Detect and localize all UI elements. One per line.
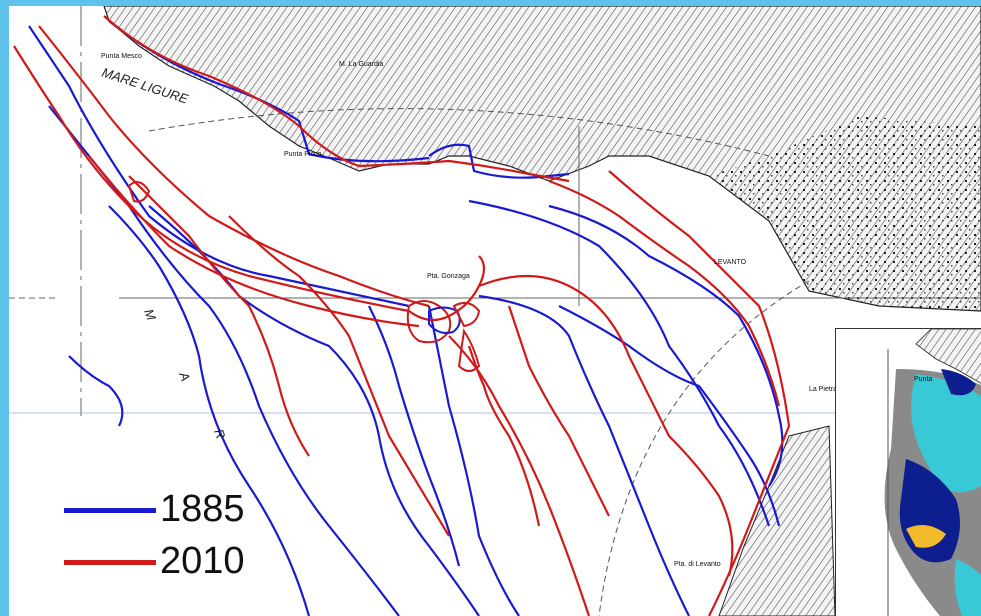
bathymetric-map: Punta Mesco M. La Guardia LEVANTO Punta … [9, 6, 981, 616]
legend-swatch-1885 [64, 508, 156, 513]
legend-label-1885: 1885 [160, 488, 245, 530]
inset-mid-zone-2 [954, 559, 981, 616]
isobath-1885-h [468, 199, 771, 527]
dashed-arc-south [598, 280, 810, 616]
label-sea-letter-a: A [176, 369, 193, 383]
label-sea-letter-r: R [211, 427, 228, 441]
legend-label-2010: 2010 [160, 540, 245, 582]
isobath-1885-k [368, 305, 461, 567]
land-area [103, 6, 981, 312]
isobath-2010-j [548, 179, 781, 407]
label-monte: M. La Guardia [339, 61, 383, 68]
isobath-2010-c [38, 25, 430, 308]
legend: 1885 2010 [64, 486, 274, 586]
isobath-2010-k [608, 170, 791, 616]
inset-mid-zone [911, 374, 981, 493]
legend-item-2010: 2010 [64, 538, 274, 584]
label-punta-mesco: Punta Mesco [101, 53, 142, 60]
inset-label-punta: Punta [914, 376, 932, 383]
isobath-1885-b [428, 143, 570, 179]
isobath-1885-j [427, 305, 520, 616]
label-sea-letter-m: M [141, 307, 159, 322]
isobath-1885-m [558, 305, 781, 527]
label-sea-name: MARE LIGURE [100, 65, 190, 107]
inset-canvas: Punta [836, 329, 981, 616]
central-rock-cluster [127, 181, 481, 372]
dashed-arc-north [148, 108, 770, 157]
isobath-1885-f [108, 205, 311, 616]
inset-land [915, 329, 981, 384]
isobath-1885-l [478, 294, 690, 616]
map-canvas: Punta Mesco M. La Guardia LEVANTO Punta … [9, 6, 981, 616]
label-south-shore: Pta. di Levanto [674, 561, 721, 568]
isobath-2010-d [88, 155, 420, 328]
isobath-2010-l [507, 305, 610, 517]
legend-swatch-2010 [64, 560, 156, 565]
label-levanto: LEVANTO [714, 259, 747, 266]
isobath-2010-h [478, 274, 734, 577]
inset-sand-zone [906, 525, 946, 548]
land-settlement [709, 116, 981, 311]
label-la-pietra: La Pietra [809, 386, 837, 393]
label-centre-rock: Pta. Gonzaga [427, 273, 470, 280]
inset-deep-zone-2 [941, 369, 976, 396]
isobath-1885-c [28, 25, 410, 308]
label-punta-picco: Punta Picco [284, 151, 321, 158]
inset-map: Punta [835, 328, 981, 616]
isobath-2010-f [228, 215, 450, 537]
isobath-2010-e [128, 175, 310, 457]
isobath-2010-m [467, 345, 541, 527]
isobath-1885-g [68, 355, 124, 427]
isobath-2010-a [103, 15, 570, 183]
isobath-1885-i [548, 204, 784, 487]
isobath-2010-g [408, 255, 486, 322]
legend-item-1885: 1885 [64, 486, 274, 532]
isobath-2010-i [448, 335, 591, 616]
